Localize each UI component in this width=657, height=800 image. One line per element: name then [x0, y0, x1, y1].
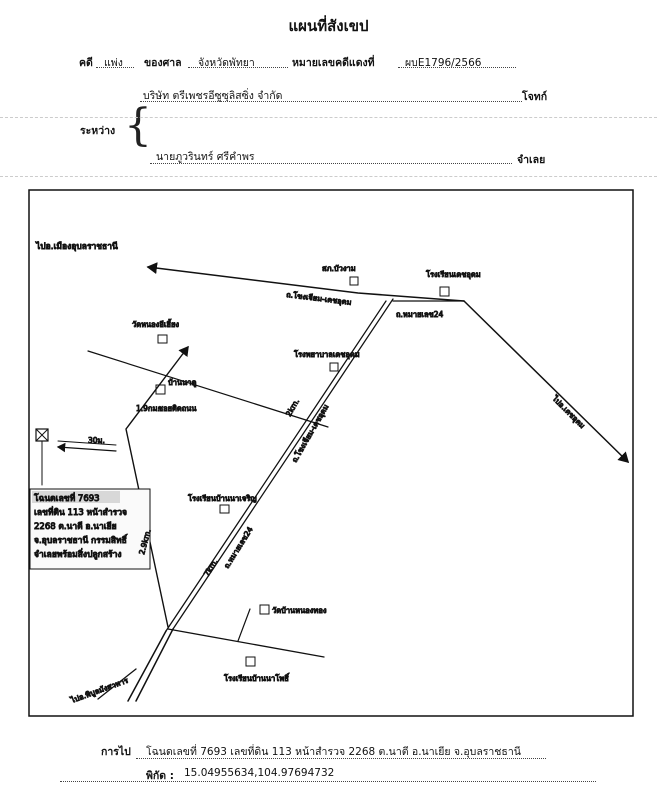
school-top-marker	[439, 286, 450, 297]
target-note-highlight	[32, 491, 120, 503]
label-school-top: โรงเรียนเดชอุดม	[426, 270, 481, 279]
village-marker	[155, 384, 166, 395]
label-school-bottom: โรงเรียนบ้านนาโพธิ์	[224, 673, 290, 683]
label-wat-nong: วัดหนองอีเฮี้ยง	[132, 319, 179, 329]
brace-icon: {	[124, 100, 152, 151]
school-mid-marker	[329, 362, 339, 372]
red-no-dots	[398, 67, 516, 68]
court-name: จังหวัดพัทยา	[198, 57, 255, 69]
case-label: คดี	[79, 57, 93, 69]
road-lower-a	[135, 628, 174, 702]
target-note-line-4: จ.อุบลราชธานี กรรมสิทธิ์	[34, 534, 128, 546]
road-bottom-h	[167, 628, 325, 658]
label-road-kho: ถ.หมายเลข24	[396, 310, 443, 319]
court-name-dots	[188, 67, 288, 68]
target-plot-cross	[35, 428, 49, 442]
coords-value: 15.04955634,104.97694732	[184, 767, 335, 779]
label-road-vertical: ถ.โขงเจียม-เดชอุดม	[290, 403, 331, 464]
label-dist-1-9: 1.9กม.	[136, 404, 160, 413]
plaintiff-dots	[140, 101, 522, 102]
coords-dots	[60, 781, 596, 782]
scan-rule-1	[0, 117, 657, 118]
red-no: ผบE1796/2566	[405, 57, 482, 69]
map-frame	[28, 189, 634, 717]
road-turn-target	[56, 442, 117, 453]
label-wat-bottom: วัดบ้านหนองทอง	[272, 606, 327, 615]
wat-nong-marker	[157, 334, 168, 344]
red-no-label: หมายเลขคดีแดงที่	[292, 57, 375, 69]
target-note-line-3: 2268 ต.นาตี อ.นาเยีย	[34, 521, 117, 532]
road-bottom-left	[97, 668, 137, 700]
defendant-role: จำเลย	[517, 154, 546, 166]
road-left-path	[125, 345, 189, 628]
school-bottom-marker	[245, 656, 256, 667]
road-to-mueang	[146, 262, 465, 302]
page-title: แผนที่สังเขป	[288, 17, 369, 35]
road-to-detudom	[463, 300, 630, 464]
label-school-mid: โรงพยาบาลเดชอุดม	[294, 350, 360, 359]
plaintiff-role: โจทก์	[522, 91, 548, 103]
case-type: แพ่ง	[104, 57, 123, 69]
target-note-line-1: โฉนดเลขที่ 7693	[34, 492, 100, 504]
scan-rule-2	[0, 176, 657, 177]
road-cross-village	[87, 350, 329, 428]
label-to-mueang: ไปอ.เมืองอุบลราชธานี	[35, 241, 118, 252]
label-dist-30m: 30ม.	[88, 436, 105, 445]
label-to-detudom: ไปอ.เดชอุดม	[550, 393, 587, 430]
road-diagonal-a	[172, 298, 394, 630]
label-school-low: โรงเรียนบ้านนาเจริญ	[188, 494, 257, 503]
wat-bottom-marker	[259, 604, 270, 615]
court-label: ของศาล	[144, 57, 182, 69]
case-type-dots	[96, 67, 134, 68]
label-police: สภ.บัวงาม	[322, 264, 356, 273]
directions-label: การไป	[101, 746, 131, 758]
coords-label: พิกัด :	[146, 770, 174, 782]
road-lower-b	[127, 630, 167, 702]
sketch-map: โฉนดเลขที่ 7693 เลขที่ดิน 113 หน้าสำรวจ …	[28, 189, 634, 717]
directions-dots	[136, 758, 546, 759]
directions-text: โฉนดเลขที่ 7693 เลขที่ดิน 113 หน้าสำรวจ …	[146, 746, 521, 758]
defendant-dots	[150, 163, 512, 164]
between-label: ระหว่าง	[80, 125, 116, 137]
label-turn-note: ซอยติดถนน	[158, 404, 197, 413]
road-turn-target-b	[57, 440, 117, 446]
target-note-line-5: จำเลยพร้อมสิ่งปลูกสร้าง	[34, 548, 122, 560]
label-dist-2km: 2km.	[284, 397, 301, 418]
police-marker	[349, 276, 359, 286]
plaintiff-name: บริษัท ตรีเพชรอีซูซุลิสซิ่ง จำกัด	[143, 90, 283, 102]
defendant-name: นายภูวรินทร์ ศรีคำพร	[156, 151, 255, 163]
road-diagonal-b	[165, 300, 387, 632]
label-to-phibun: ไปอ.พิบูลมังสาหาร	[69, 676, 130, 705]
school-low-marker	[219, 504, 230, 514]
label-dist-7km: 7km.	[202, 557, 220, 578]
label-village: บ้านนาคู	[168, 378, 196, 387]
target-note-line-2: เลขที่ดิน 113 หน้าสำรวจ	[34, 506, 127, 518]
road-bottom-spur	[237, 608, 251, 642]
label-road-khong: ถ.โขงเจียม-เดชอุดม	[286, 290, 352, 307]
